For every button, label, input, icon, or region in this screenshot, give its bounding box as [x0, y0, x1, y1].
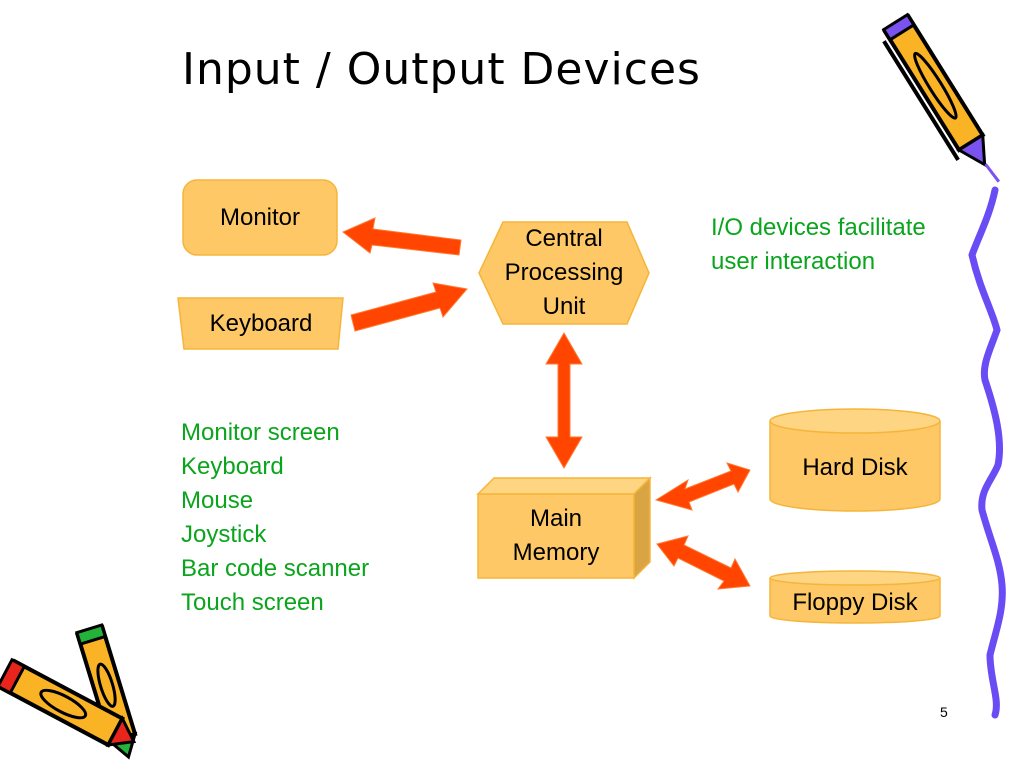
monitor-label: Monitor	[219, 203, 301, 231]
monitor-node-shape	[182, 179, 338, 256]
callout-line: I/O devices facilitate	[711, 214, 926, 241]
pencil-icon	[881, 12, 1001, 183]
callout-line: user interaction	[711, 248, 876, 275]
page-number: 5	[940, 704, 948, 720]
arrow-keyboard-to-cpu	[350, 282, 468, 332]
floppy-disk-node: Floppy Disk	[770, 585, 940, 621]
hard-disk-label: Hard Disk	[802, 454, 908, 481]
keyboard-node: Keyboard	[180, 298, 342, 350]
device-list-item: Mouse	[181, 487, 254, 514]
crayons-icon	[0, 623, 138, 760]
cpu-label-line: Central	[525, 225, 603, 252]
main-memory-node-shape	[476, 476, 652, 580]
arrow-cpu-to-monitor	[342, 217, 462, 256]
hard-disk-node: Hard Disk	[770, 433, 940, 503]
cpu-label-line: Processing	[504, 259, 624, 286]
device-list-item: Bar code scanner	[181, 555, 370, 582]
device-list-item: Monitor screen	[181, 419, 340, 446]
arrow-main-memory-floppy-disk	[656, 535, 751, 590]
arrow-cpu-main-memory	[545, 332, 583, 469]
device-list-item: Touch screen	[181, 589, 324, 616]
decorative-squiggle	[968, 186, 1006, 719]
floppy-disk-label: Floppy Disk	[792, 589, 918, 616]
io-callout: I/O devices facilitate user interaction	[711, 211, 926, 279]
cpu-label-line: Unit	[542, 293, 586, 320]
cpu-node-shape	[478, 221, 650, 325]
main-memory-label-line: Memory	[512, 539, 600, 566]
keyboard-label: Keyboard	[209, 310, 313, 337]
device-list: Monitor screen Keyboard Mouse Joystick B…	[181, 416, 369, 620]
device-list-item: Joystick	[181, 521, 267, 548]
monitor-node: Monitor	[183, 180, 337, 255]
main-memory-node: Main Memory	[478, 494, 634, 578]
cpu-node: Central Processing Unit	[479, 222, 649, 324]
hard-disk-node-shape	[769, 408, 941, 512]
keyboard-node-shape	[177, 297, 344, 350]
main-memory-label-line: Main	[529, 505, 583, 532]
slide-title: Input / Output Devices	[182, 44, 701, 95]
floppy-disk-node-shape	[769, 570, 941, 624]
arrow-main-memory-hard-disk	[654, 462, 751, 511]
device-list-item: Keyboard	[181, 453, 284, 480]
